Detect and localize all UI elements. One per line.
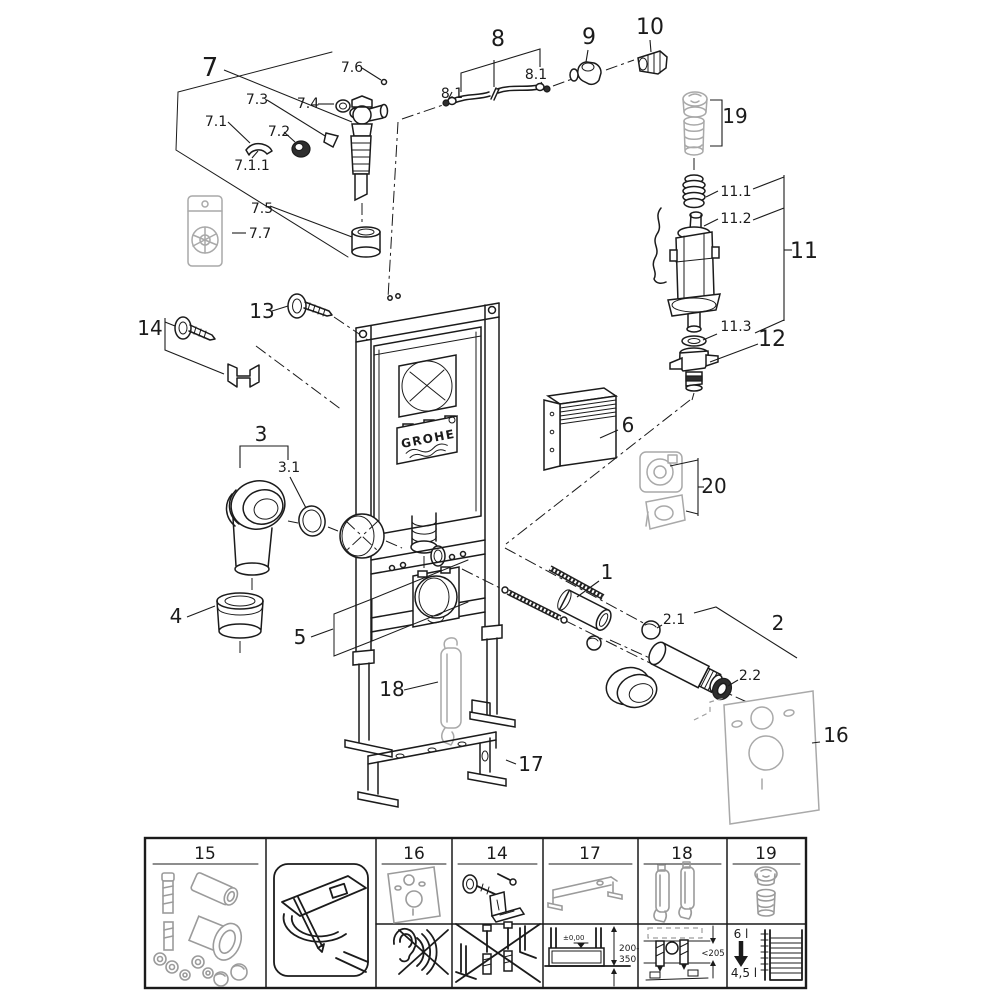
wall-bracket-no-other-fasteners-icon [455,873,541,983]
discharge-valve-group [505,174,792,545]
callout-7: 7 [202,53,219,83]
callout-16: 16 [823,723,848,747]
callout-8-1-right: 8.1 [525,67,547,83]
wc-mounting-plate [412,566,460,628]
callout-17: 17 [518,752,543,776]
callout-4: 4 [170,604,183,628]
flush-volume-icon [734,866,803,981]
callout-3-1: 3.1 [278,460,300,476]
callout-19: 19 [722,104,747,128]
callout-5: 5 [294,625,307,649]
flush-connector-group [637,39,668,75]
legend-number-19: 19 [755,844,777,864]
legend-17-range-2: 350 [619,955,636,965]
angle-valve-group [569,49,602,86]
callout-7-6: 7.6 [341,60,363,76]
floor-bracket-group [357,731,517,808]
callout-7-4: 7.4 [297,96,319,112]
legend-number-18: 18 [671,844,693,864]
floor-bracket-height-icon [544,876,631,987]
legend-19-reduced-flush: 4,5 l [731,966,757,980]
callout-13: 13 [249,299,274,323]
flush-elbow-group [186,445,403,655]
actuation-parts-group [639,451,704,530]
legend-18-depth: <205 [701,949,724,959]
callout-7-5: 7.5 [251,201,273,217]
installation-frame-group: GROHE [310,293,516,758]
inspection-box-group [543,387,619,471]
legend-17-datum: ±0,00 [563,934,584,942]
legend-number-15: 15 [194,844,216,864]
callout-10: 10 [636,15,664,40]
fill-valve-group [175,51,399,299]
callout-9: 9 [582,25,596,50]
wall-bracket-group [164,316,343,411]
spares-bag-icon [187,195,223,267]
callout-7-1: 7.1 [205,114,227,130]
flush-bend [410,512,446,574]
legend-number-14: 14 [486,844,508,864]
support-feet-depth-icon [643,861,716,981]
callout-7-3: 7.3 [246,92,268,108]
sound-insulation-no-noise-icon [387,866,449,975]
legend-19-full-flush: 6 l [734,927,749,941]
callout-20: 20 [701,474,726,498]
callout-12: 12 [758,327,786,352]
flush-valve-cap-group [682,91,723,172]
sound-insulation-mat-group [693,690,821,825]
callout-7-1-1: 7.1.1 [234,158,270,174]
callout-3: 3 [255,422,268,446]
ceramic-bowl-mounting-icon [273,863,369,977]
callout-2-2: 2.2 [739,668,761,684]
callout-7-7: 7.7 [249,226,271,242]
grohe-logo-plate: GROHE [396,415,458,465]
supply-hose-group [401,48,635,120]
legend-17-range-1: 200- [619,944,639,954]
callout-1: 1 [601,560,614,584]
callout-11: 11 [790,239,818,264]
wc-connection-group [461,547,798,709]
legend-number-17: 17 [579,844,601,864]
frame-screw-group [271,293,369,341]
callout-7-2: 7.2 [268,124,290,140]
callout-8: 8 [491,27,505,52]
callout-2: 2 [772,611,785,635]
legend-number-16: 16 [403,844,425,864]
callout-11-1: 11.1 [720,184,751,200]
callout-18: 18 [379,677,404,701]
callout-6: 6 [622,413,635,437]
callout-2-1: 2.1 [663,612,685,628]
callout-14: 14 [137,316,162,340]
support-foot-part [440,637,462,746]
callout-11-3: 11.3 [720,319,751,335]
callout-8-1-left: 8.1 [441,86,463,102]
legend-strip: ±0,00 200- 350 [143,836,808,990]
cistern: GROHE [373,326,482,536]
fixing-hardware-set-icon [153,872,248,987]
callout-11-2: 11.2 [720,211,751,227]
